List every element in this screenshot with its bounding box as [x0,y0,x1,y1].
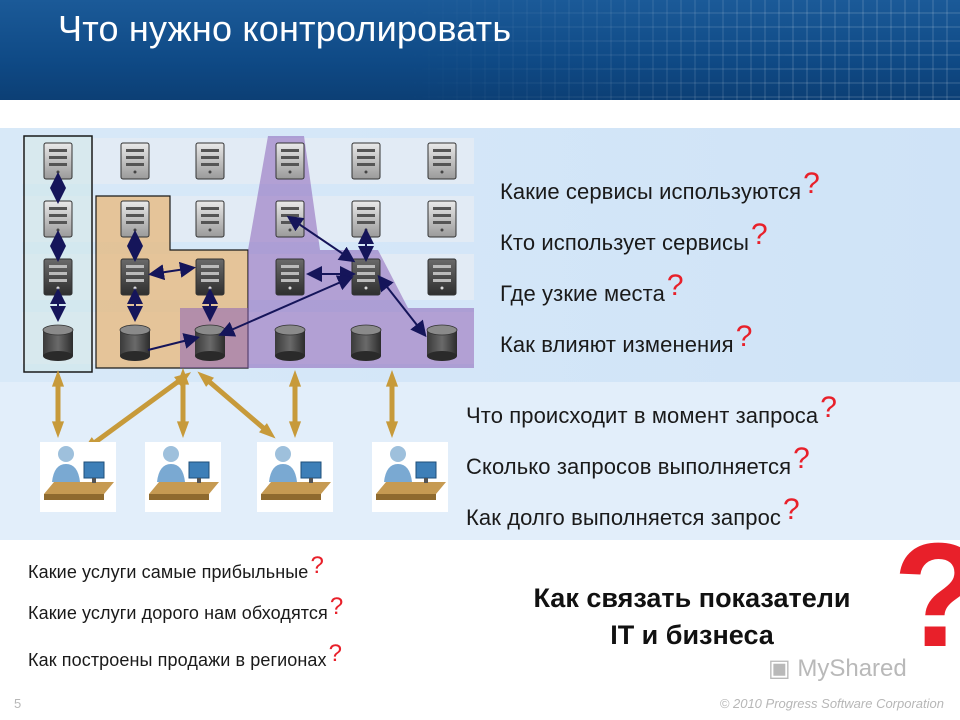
database-icon [119,324,151,361]
header-spacer [0,100,960,126]
question-request-moment: Что происходит в момент запроса? [466,391,838,428]
header-grid-decoration [400,0,960,100]
question-mark-icon: ? [783,493,800,526]
question-services-used: Какие сервисы используются? [500,167,820,204]
user-workstations [40,442,448,512]
server-icon [275,142,305,180]
band-business [0,540,960,720]
user-workstation-icon [145,442,221,512]
slide-header: Что нужно контролировать [0,0,960,100]
server-icon [427,200,457,238]
question-mark-icon: ? [328,640,343,667]
slide-title: Что нужно контролировать [58,8,512,49]
question-mark-icon: ? [803,167,820,200]
server-icon [43,258,73,296]
question-mark-icon: ? [666,269,684,302]
server-icon [427,142,457,180]
watermark-logo-icon: ▣ [768,655,798,682]
connector-arrow [176,368,190,438]
connector-arrow [385,370,399,438]
question-mark-icon: ? [751,218,768,251]
question-mark-icon: ? [820,391,838,424]
database-icon [274,324,306,361]
copyright: © 2010 Progress Software Corporation [719,696,944,711]
question-regional-sales: Как построены продажи в регионах? [28,640,343,670]
connector-arrow [51,370,65,438]
conclusion-line-2: IT и бизнеса [610,620,774,650]
user-workstation-icon [257,442,333,512]
user-workstation-icon [372,442,448,512]
architecture-diagram [22,135,474,452]
server-icon [120,258,150,296]
server-icon [120,200,150,238]
question-mark-icon: ? [329,593,344,620]
server-icon [43,142,73,180]
server-icon [351,142,381,180]
question-mark-icon: ? [735,320,753,353]
server-icon [351,200,381,238]
watermark: ▣ MyShared [768,655,907,682]
question-bottlenecks: Где узкие места? [500,269,684,306]
conclusion-line-1: Как связать показатели [533,583,851,613]
question-change-impact: Как влияют изменения? [500,320,753,357]
user-workstation-icon [40,442,116,512]
server-icon [275,258,305,296]
page-number: 5 [14,696,22,711]
server-icon [120,142,150,180]
server-icons [43,142,457,296]
server-icon [43,200,73,238]
question-costly-services: Какие услуги дорого нам обходятся? [28,593,344,623]
server-icon [195,142,225,180]
big-question-mark-icon: ? [893,522,960,670]
question-request-duration: Как долго выполняется запрос? [466,493,800,530]
server-icon [351,258,381,296]
server-icon [195,200,225,238]
question-request-count: Сколько запросов выполняется? [466,442,810,479]
conclusion-text: Как связать показатели IT и бизнеса [482,580,902,654]
question-who-uses: Кто использует сервисы? [500,218,768,255]
database-icon [42,324,74,361]
user-connectors [51,368,399,452]
question-profitable-services: Какие услуги самые прибыльные? [28,552,324,582]
database-icon [350,324,382,361]
dependency-arrows [50,172,427,351]
connector-arrow [288,370,302,438]
database-icon [194,324,226,361]
question-mark-icon: ? [793,442,810,475]
server-icon [427,258,457,296]
database-icon [426,324,458,361]
question-mark-icon: ? [310,552,324,579]
server-icon [195,258,225,296]
connector-arrow [197,371,276,439]
